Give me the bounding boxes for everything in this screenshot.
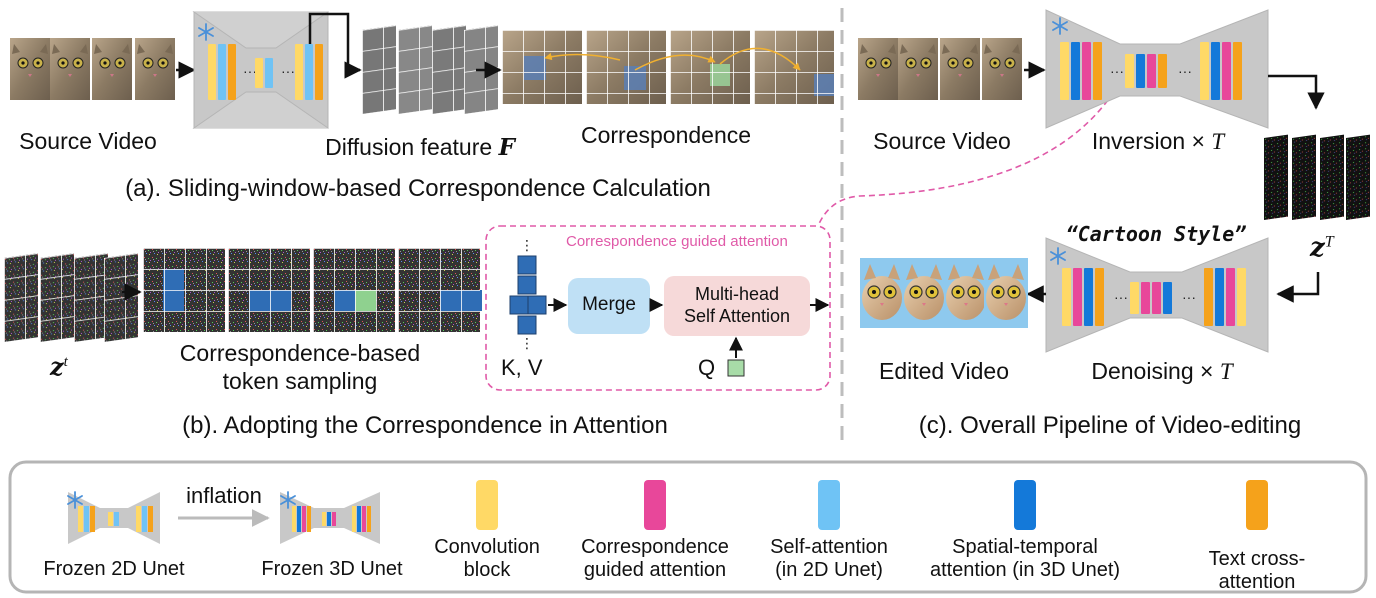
source-video-label-c: Source Video: [873, 128, 1011, 154]
unet-2d-a: ··· ···: [192, 11, 329, 129]
zt-symbol: z: [50, 352, 64, 381]
zT-label: zT: [1310, 232, 1334, 263]
legend-sa: Self-attention(in 2D Unet): [770, 536, 888, 582]
merge-label: Merge: [582, 294, 636, 315]
source-video-label-a: Source Video: [19, 128, 157, 154]
svg-text:···: ···: [1178, 63, 1192, 79]
mhsa-line1: Multi-head: [694, 284, 780, 304]
svg-text:···: ···: [281, 63, 295, 79]
source-video-frames-a: [9, 37, 176, 101]
source-video-frames-c: [857, 37, 1023, 101]
legend-3d-unet: [280, 491, 380, 544]
denoising-T: T: [1219, 359, 1233, 384]
denoising-text: Denoising ×: [1091, 358, 1214, 384]
legend-swatch-conv: [476, 480, 498, 530]
svg-text:···: ···: [243, 63, 257, 79]
arrow-a2: [308, 12, 362, 79]
correspondence-frames: [502, 30, 834, 104]
correspondence-label: Correspondence: [580, 122, 752, 148]
inversion-text: Inversion ×: [1091, 128, 1205, 154]
zt-frames: [4, 253, 138, 342]
prompt-label: “Cartoon Style”: [1065, 222, 1247, 246]
q-label: Q: [698, 355, 716, 380]
edited-video-frames: [859, 257, 1029, 329]
legend-tca: Text cross-attention: [1208, 548, 1306, 593]
token-sampling-line2: token sampling: [222, 367, 378, 394]
arrow-c2: [1268, 74, 1325, 110]
zt-label: zt: [50, 352, 68, 382]
panel-c-caption: (c). Overall Pipeline of Video-editing: [918, 412, 1302, 439]
denoising-label: Denoising × T: [1091, 358, 1232, 385]
legend-conv-line2: block: [463, 559, 511, 581]
svg-text:⋮: ⋮: [520, 237, 534, 253]
svg-text:···: ···: [1110, 63, 1124, 79]
kv-label: K, V: [501, 355, 543, 380]
legend-swatch-tca: [1246, 480, 1268, 530]
edited-video-label: Edited Video: [878, 358, 1010, 384]
diffusion-feature-text: Diffusion feature: [325, 134, 493, 160]
legend-swatch-sa: [818, 480, 840, 530]
diffusion-feature-frames: [362, 25, 498, 114]
panel-b-caption: (b). Adopting the Correspondence in Atte…: [182, 412, 668, 439]
legend-swatch-st: [1014, 480, 1036, 530]
pink-connector: [817, 99, 1109, 227]
token-sampling-line1: Correspondence-based: [179, 340, 421, 366]
zt-sup: t: [63, 354, 68, 370]
legend-conv-line1: Convolution: [434, 536, 540, 558]
legend-frozen-2d: Frozen 2D Unet: [43, 558, 185, 580]
panel-a-caption: (a). Sliding-window-based Correspondence…: [125, 175, 711, 202]
merge-box: [568, 278, 650, 334]
legend-st-line2: attention (in 3D Unet): [929, 559, 1121, 581]
kv-tokens: ⋮ ⋮: [509, 237, 547, 351]
attention-box-title: Correspondence guided attention: [566, 233, 788, 250]
diffusion-feature-label: Diffusion feature F: [325, 134, 515, 161]
svg-text:⋮: ⋮: [520, 335, 534, 351]
legend-cga-line2: guided attention: [583, 559, 727, 581]
legend-sa-line2: (in 2D Unet): [775, 559, 883, 581]
inversion-label: Inversion × T: [1092, 128, 1224, 155]
legend-swatch-cga: [644, 480, 666, 530]
mhsa-box: [664, 276, 810, 336]
legend-st-line1: Spatial-temporal: [952, 536, 1098, 558]
unet-3d-denoising: ··· ···: [1045, 237, 1269, 353]
inversion-T: T: [1211, 129, 1225, 154]
token-sampling-frames: [143, 248, 482, 332]
mhsa-line2: Self Attention: [683, 305, 791, 326]
legend-frozen-3d: Frozen 3D Unet: [261, 558, 403, 580]
q-token: [727, 359, 745, 377]
zT-sup: T: [1324, 233, 1334, 251]
attention-box: [485, 225, 831, 391]
arrow-c3: [1276, 272, 1320, 303]
zT-symbol: z: [1310, 233, 1325, 263]
svg-text:···: ···: [1114, 289, 1128, 305]
legend-2d-unet: [67, 491, 160, 544]
noise-frames: [1264, 134, 1370, 220]
legend-cga-line1: Correspondence: [581, 536, 729, 558]
svg-text:···: ···: [1182, 289, 1196, 305]
inflation-label: inflation: [186, 483, 262, 508]
unet-3d-inversion: ··· ···: [1045, 9, 1269, 129]
legend-sa-line1: Self-attention: [770, 536, 888, 558]
feature-symbol: F: [498, 134, 515, 161]
